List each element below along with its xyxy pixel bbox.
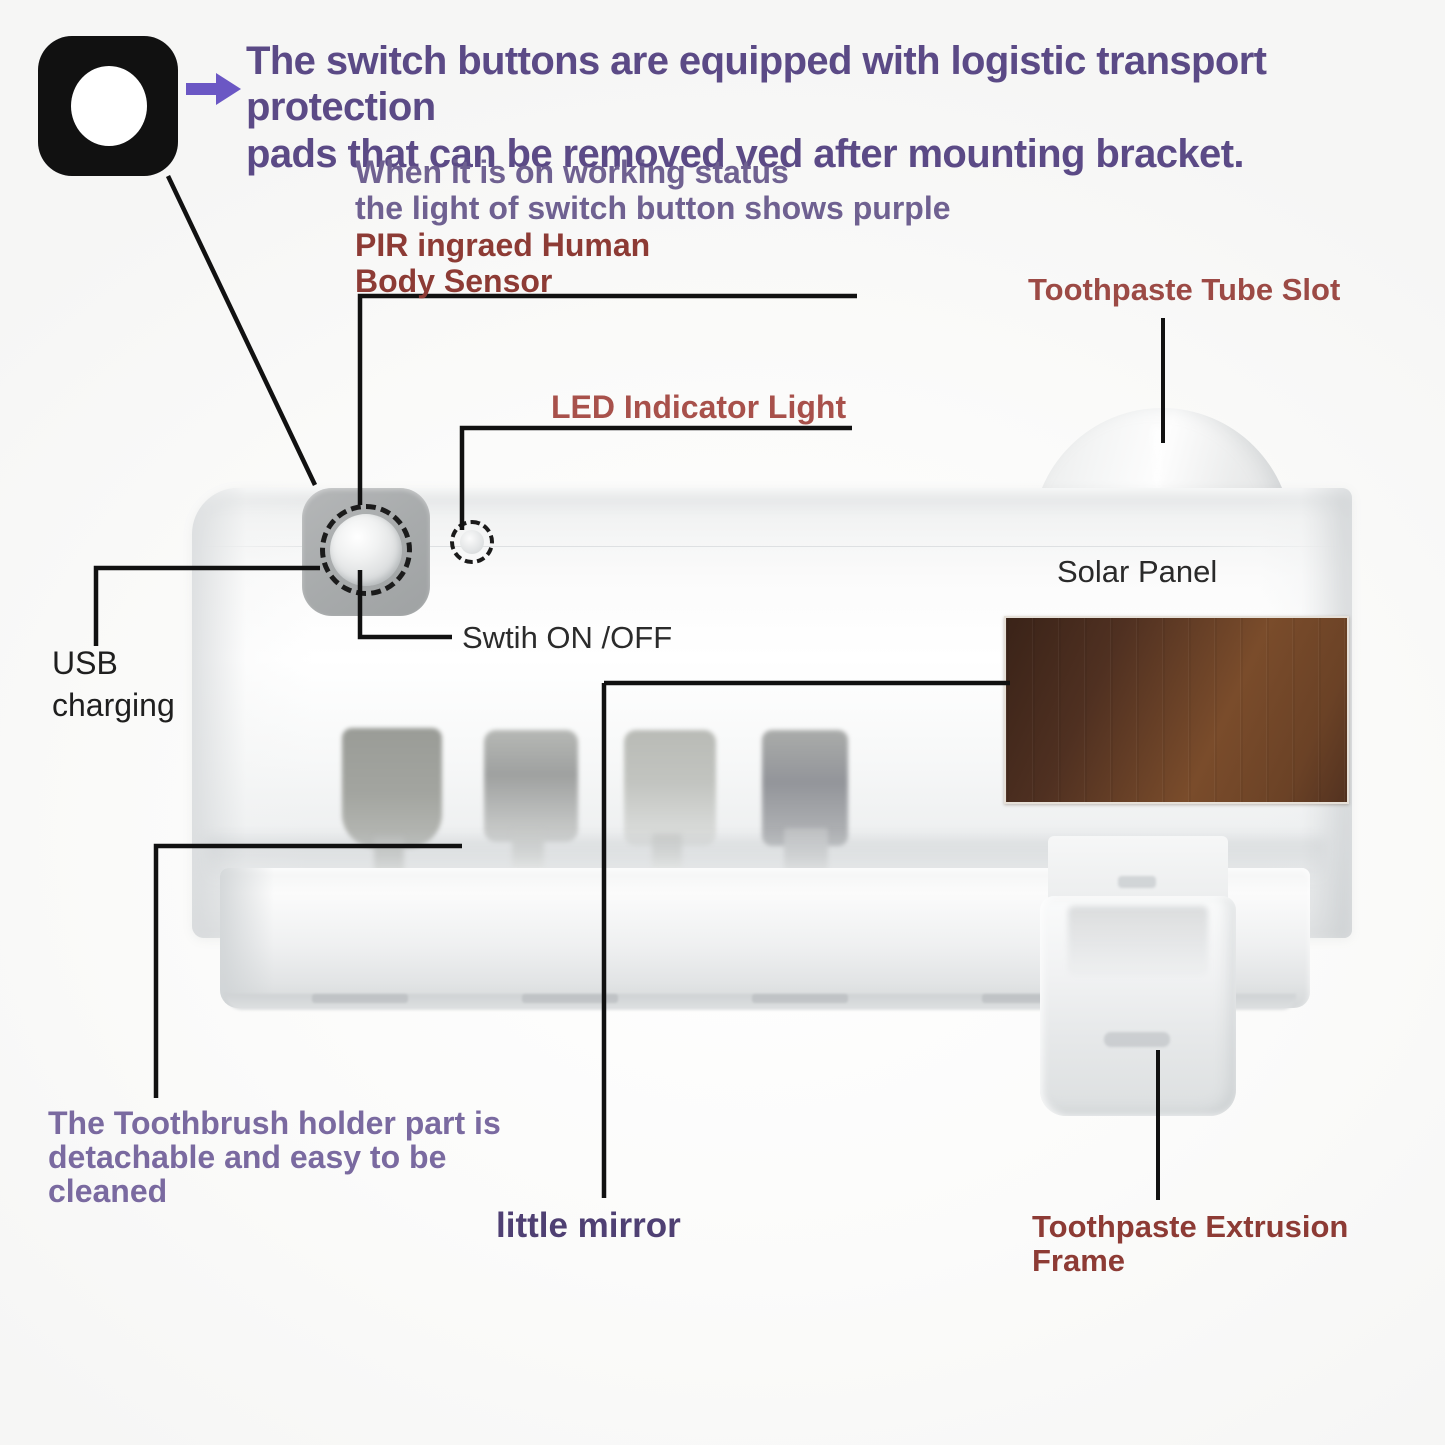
led-dashed-ring-icon <box>450 520 494 564</box>
toothpaste-tube-slot-label: Toothpaste Tube Slot <box>1028 272 1341 307</box>
body-seam-line <box>200 546 1340 547</box>
solar-panel-label: Solar Panel <box>1057 554 1218 589</box>
extrusion-inner-shadow <box>1068 906 1208 976</box>
device-illustration <box>192 408 1352 1116</box>
lip-notch-3 <box>752 994 848 1003</box>
working-status-note: When it is on working status the light o… <box>355 154 951 226</box>
pir-sensor-label: PIR ingraed Human Body Sensor <box>355 227 651 299</box>
solar-panel <box>1004 616 1349 804</box>
sensor-button-pad[interactable] <box>302 488 430 616</box>
lip-notch-1 <box>312 994 408 1003</box>
brush-slot-3 <box>624 730 716 846</box>
protection-pad-icon <box>38 36 178 176</box>
switch-on-off-label: Swtih ON /OFF <box>462 620 673 655</box>
little-mirror-label: little mirror <box>496 1206 681 1245</box>
transport-pads-note: The switch buttons are equipped with log… <box>246 39 1267 176</box>
toothpaste-extrusion-frame-label: Toothpaste Extrusion Frame <box>1032 1209 1349 1279</box>
detachable-holder-note: The Toothbrush holder part is detachable… <box>48 1105 501 1210</box>
extrusion-body <box>1040 896 1236 1116</box>
sensor-dome-button[interactable] <box>330 514 402 586</box>
led-indicator-label: LED Indicator Light <box>551 389 847 425</box>
right-arrow-icon <box>186 73 241 105</box>
led-indicator-light <box>460 530 484 554</box>
lip-notch-4 <box>982 994 1078 1003</box>
usb-charging-label: USB charging <box>52 645 175 724</box>
brush-slot-1 <box>342 728 442 848</box>
brush-slot-2 <box>484 730 578 842</box>
lip-notch-2 <box>522 994 618 1003</box>
toothpaste-extrusion-frame <box>1032 836 1242 1126</box>
brush-slot-4 <box>762 730 848 846</box>
extrusion-outlet-slot <box>1104 1032 1170 1047</box>
extrusion-tab <box>1118 876 1156 888</box>
brush-neck-2 <box>512 830 544 874</box>
protection-pad-hole <box>71 66 147 146</box>
